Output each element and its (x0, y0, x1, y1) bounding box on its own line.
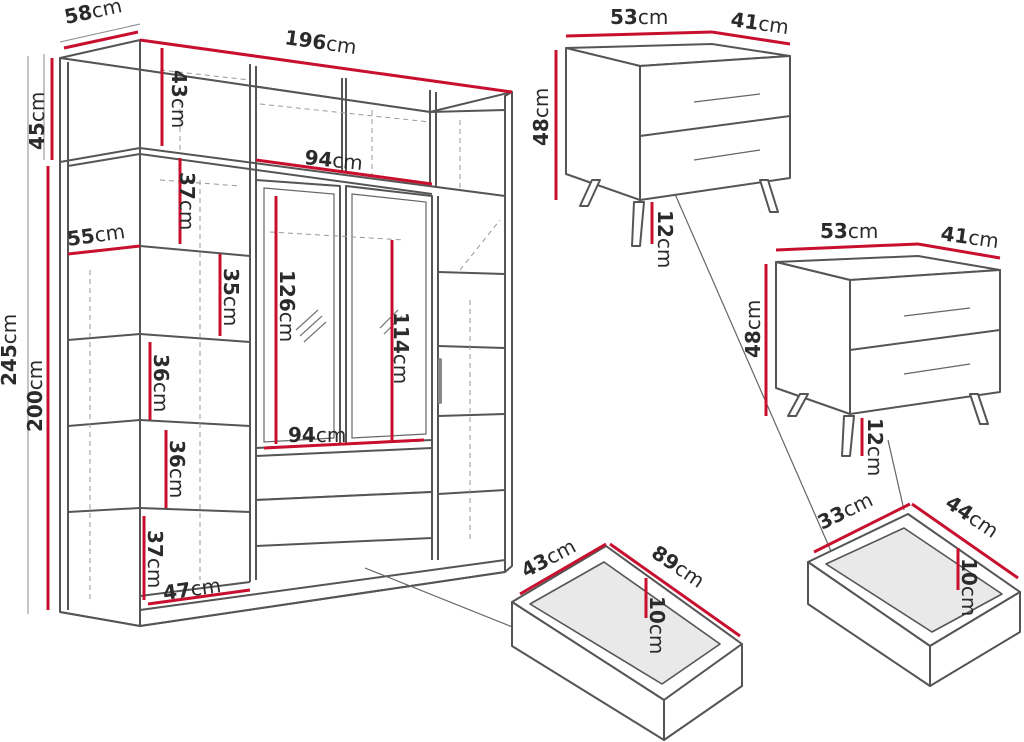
nightstand-1 (554, 30, 791, 247)
label-top-section-height: 45cm (25, 92, 49, 150)
label-nightstand-1-width: 53cm (610, 5, 668, 29)
label-nightstand-2-depth: 41cm (939, 221, 1000, 253)
right-column (431, 196, 506, 560)
right-mirror-door (345, 185, 433, 445)
label-nightstand-2-height: 48cm (741, 300, 765, 358)
central-drawers (255, 447, 433, 580)
label-wardrobe-drawer-height: 10cm (645, 596, 669, 654)
wardrobe-right-side (504, 91, 513, 573)
nightstand-2 (764, 242, 1001, 457)
label-shelf-5: 37cm (143, 530, 167, 588)
door-handle (438, 358, 442, 404)
label-mirror-left: 126cm (275, 270, 299, 342)
leader-nightstand-drawer (667, 177, 835, 559)
label-nightstand-1-height: 48cm (529, 88, 553, 146)
nightstand-drawer-detail (807, 502, 1021, 687)
label-nightstand-drawer-depth: 44cm (941, 490, 1003, 543)
label-top-cabinet-height: 43cm (167, 70, 191, 128)
label-mirror-right: 114cm (389, 312, 413, 384)
label-bottom-width: 47cm (161, 573, 222, 605)
label-shelf-depth: 55cm (65, 219, 126, 251)
label-nightstand-1-leg: 12cm (653, 210, 677, 268)
nightstand-2-front (849, 269, 1001, 415)
label-shelf-3: 36cm (149, 354, 173, 412)
label-nightstand-drawer-height: 10cm (957, 558, 981, 616)
label-shelf-4: 36cm (165, 440, 189, 498)
dimension-labels: 58cm 196cm 45cm 245cm 200cm 43cm 37cm 55… (0, 0, 1003, 654)
leader-wardrobe-drawer (364, 567, 516, 629)
label-nightstand-1-depth: 41cm (729, 7, 790, 39)
drawer-front-lower (255, 491, 433, 547)
nightstand-1-front (639, 55, 791, 201)
nightstand-2-side (775, 261, 851, 415)
label-inner-width-top: 94cm (303, 145, 364, 175)
label-inner-width-mid: 94cm (288, 423, 346, 447)
label-total-height: 245cm (0, 314, 21, 386)
label-shelf-2: 35cm (219, 268, 243, 326)
wardrobe-drawer-detail (511, 542, 743, 741)
label-wardrobe-depth: 58cm (62, 0, 124, 29)
label-shelf-1: 37cm (175, 172, 199, 230)
label-wardrobe-width: 196cm (283, 25, 358, 59)
nightstand-1-side (565, 47, 641, 201)
label-nightstand-2-leg: 12cm (863, 418, 887, 476)
wardrobe (27, 23, 905, 629)
label-nightstand-drawer-width: 33cm (814, 487, 877, 534)
label-nightstand-2-width: 53cm (820, 219, 878, 243)
label-body-height: 200cm (23, 360, 47, 432)
